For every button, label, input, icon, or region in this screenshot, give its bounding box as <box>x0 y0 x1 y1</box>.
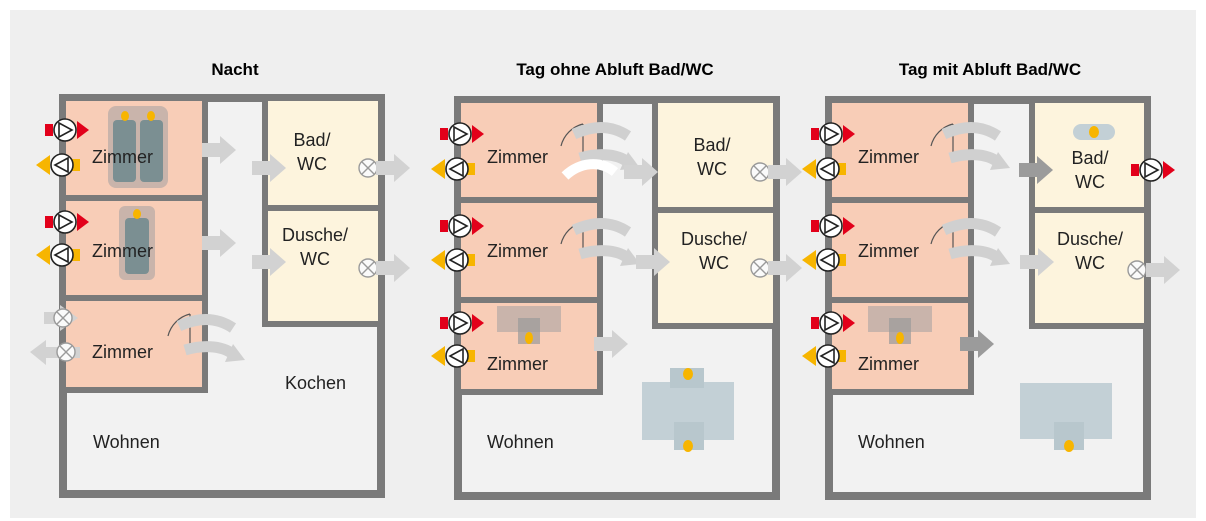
plan-day-without <box>430 96 802 500</box>
room-label-bad: Bad/ WC <box>1071 148 1109 192</box>
plan-day-with <box>801 96 1180 500</box>
title-day-with: Tag mit Abluft Bad/WC <box>898 60 1082 79</box>
room-label-zimmer: Zimmer <box>858 147 919 167</box>
room-label-kochen: Kochen <box>285 373 347 393</box>
room-label-zimmer: Zimmer <box>858 241 919 261</box>
plan-night <box>30 94 410 498</box>
room-label-wohnen: Wohnen <box>487 432 554 452</box>
room-label-wohnen: Wohnen <box>858 432 925 452</box>
room-label-dusche: Dusche/ WC <box>281 225 349 269</box>
room-label-zimmer: Zimmer <box>487 147 548 167</box>
room-label-zimmer: Zimmer <box>92 147 153 167</box>
room-label-dusche: Dusche/ WC <box>1056 229 1124 273</box>
room-label-zimmer: Zimmer <box>92 342 153 362</box>
room-label-bad: Bad/ WC <box>693 135 731 179</box>
room-label-bad: Bad/ WC <box>293 130 331 174</box>
room-label-zimmer: Zimmer <box>92 241 153 261</box>
title-night: Nacht <box>211 60 259 79</box>
room-label-zimmer: Zimmer <box>487 241 548 261</box>
room-label-zimmer: Zimmer <box>487 354 548 374</box>
room-label-wohnen: Wohnen <box>93 432 160 452</box>
title-day-without: Tag ohne Abluft Bad/WC <box>516 60 714 79</box>
room-label-zimmer: Zimmer <box>858 354 919 374</box>
room-label-dusche: Dusche/ WC <box>680 229 748 273</box>
